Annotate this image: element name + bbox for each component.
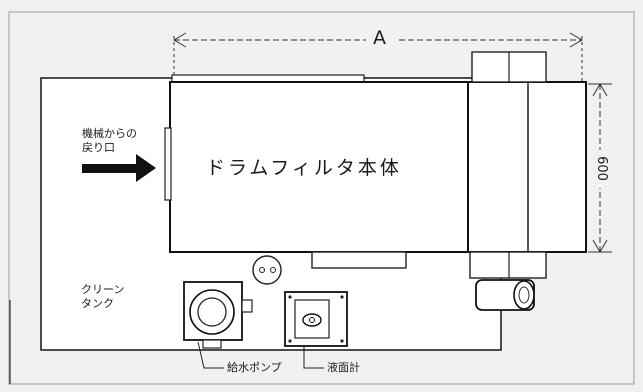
dimension-600-label: 600 xyxy=(593,156,609,181)
dimension-600-label-bg xyxy=(590,150,612,188)
drive-unit xyxy=(467,81,587,253)
return-port-flange xyxy=(164,127,172,201)
clean-tank-label: クリーン タンク xyxy=(81,283,125,310)
outer-frame xyxy=(8,11,635,385)
feed-pump xyxy=(183,281,253,349)
return-arrow xyxy=(82,154,156,182)
drum-filter-label: ドラムフィルタ本体 xyxy=(206,157,402,179)
feed-pump-leader xyxy=(197,341,224,369)
dimension-a-label: A xyxy=(373,27,386,49)
level-gauge-leader xyxy=(303,346,324,369)
motor-bottom xyxy=(469,251,547,279)
level-gauge xyxy=(284,291,348,347)
feed-pump-label: 給水ポンプ xyxy=(227,361,282,374)
level-gauge-label: 液面計 xyxy=(327,361,360,374)
bottom-tray xyxy=(311,251,407,269)
return-port-label: 機械からの 戻り口 xyxy=(82,127,137,154)
socket-fitting xyxy=(252,255,282,285)
dimension-a-label-bg xyxy=(366,28,396,50)
